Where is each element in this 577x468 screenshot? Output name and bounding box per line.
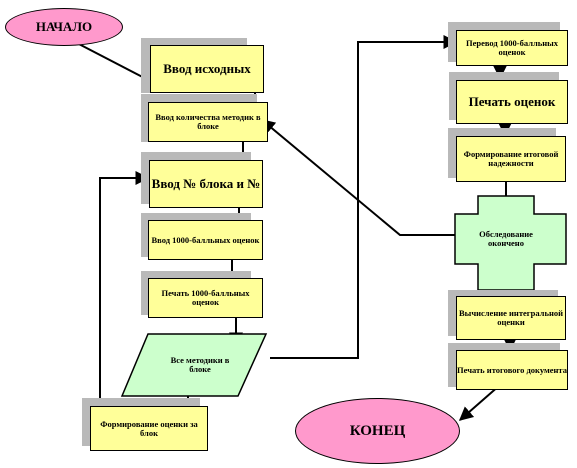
box-input-count: Ввод количества методик в блоке — [148, 102, 268, 142]
box-input-block: Ввод № блока и № — [149, 160, 263, 208]
line-decision-exit — [270, 35, 458, 359]
box-form-block: Формирование оценки за блок — [90, 406, 208, 451]
line-right-decision-loop — [260, 119, 470, 236]
box-form-final: Формирование итоговой надежности — [456, 136, 566, 182]
line-doc-to-end — [458, 384, 501, 421]
box-input-source: Ввод исходных — [150, 45, 264, 93]
box-print-doc: Печать итогового документа — [456, 350, 568, 390]
box-convert: Перевод 1000-балльных оценок — [456, 30, 568, 66]
decision-left-label: Все методики в блоке — [170, 355, 230, 374]
box-input-scores: Ввод 1000-балльных оценок — [148, 220, 263, 260]
end-terminal: КОНЕЦ — [295, 398, 460, 464]
decision-left-shape — [120, 333, 268, 397]
box-print: Печать оценок — [456, 80, 568, 124]
box-compute: Вычисление интегральной оценки — [456, 296, 566, 340]
line-loop-back — [99, 171, 150, 408]
decision-right-label: Обследование окончено — [479, 229, 533, 248]
start-terminal: НАЧАЛО — [5, 8, 123, 46]
box-print-scores: Печать 1000-балльных оценок — [148, 278, 263, 318]
